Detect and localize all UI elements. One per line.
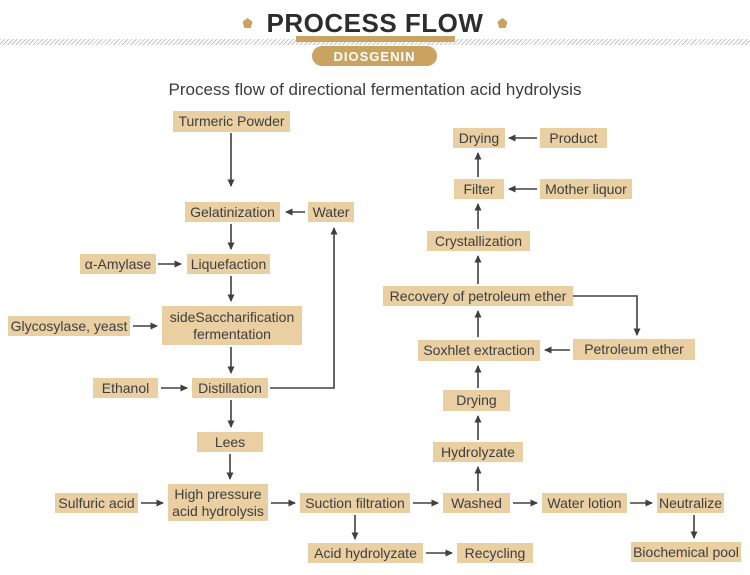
node-water-lotion: Water lotion	[542, 493, 627, 513]
node-soxhlet-extraction: Soxhlet extraction	[418, 340, 540, 361]
node-recovery-of-petroleum-ether: Recovery of petroleum ether	[383, 286, 573, 306]
node-ethanol: Ethanol	[93, 378, 158, 398]
node-turmeric-powder: Turmeric Powder	[173, 111, 290, 132]
node-washed: Washed	[443, 493, 510, 513]
page-header: PROCESS FLOW	[0, 8, 750, 38]
pentagon-icon-right	[497, 18, 508, 28]
page-title: PROCESS FLOW	[266, 7, 484, 38]
node-gelatinization: Gelatinization	[185, 202, 280, 222]
node-biochemical-pool: Biochemical pool	[631, 542, 741, 562]
node-drying-final: Drying	[453, 128, 505, 148]
node-liquefaction: Liquefaction	[187, 254, 270, 274]
node-drying-mid: Drying	[443, 390, 510, 411]
node-mother-liquor: Mother liquor	[540, 179, 632, 199]
node-lees: Lees	[197, 432, 263, 452]
node-alpha-amylase: α-Amylase	[80, 254, 156, 274]
node-crystallization: Crystallization	[427, 231, 530, 251]
node-water: Water	[308, 202, 354, 222]
title-underline	[296, 36, 455, 42]
node-suction-filtration: Suction filtration	[300, 493, 410, 513]
pentagon-icon-left	[242, 18, 253, 28]
node-recycling: Recycling	[457, 543, 533, 563]
node-saccharification-fermentation: sideSaccharification fermentation	[162, 306, 302, 345]
diagram-subtitle: Process flow of directional fermentation…	[168, 80, 582, 99]
hatched-divider	[0, 39, 750, 45]
node-petroleum-ether: Petroleum ether	[573, 339, 695, 360]
node-sulfuric-acid: Sulfuric acid	[55, 493, 138, 513]
node-hydrolyzate: Hydrolyzate	[433, 442, 523, 462]
node-high-pressure-acid-hydrolysis: High pressure acid hydrolysis	[168, 484, 268, 521]
node-glycosylase-yeast: Glycosylase, yeast	[8, 316, 130, 336]
node-product: Product	[540, 128, 607, 148]
node-neutralize: Neutralize	[657, 493, 724, 513]
diosgenin-badge: DIOSGENIN	[312, 46, 437, 66]
node-distillation: Distillation	[192, 378, 268, 398]
node-filter: Filter	[454, 179, 504, 199]
node-acid-hydrolyzate: Acid hydrolyzate	[308, 543, 423, 563]
